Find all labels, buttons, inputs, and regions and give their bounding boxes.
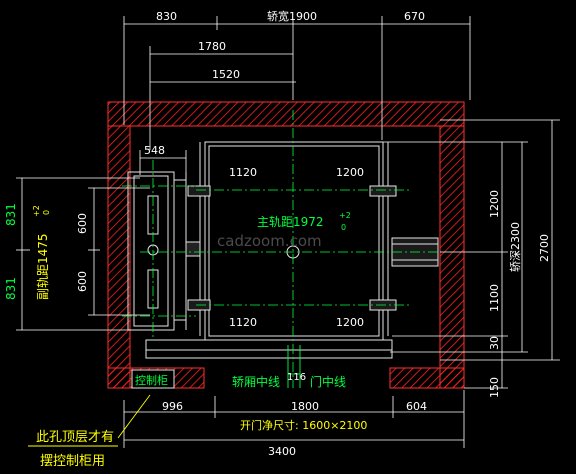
- main-rail-tolerance-upper: +2: [339, 211, 351, 220]
- dim-rail-1120-top: 1120: [229, 166, 257, 179]
- dim-car-depth: 轿深2300: [508, 222, 522, 272]
- note-line-2: 摆控制柜用: [40, 454, 105, 469]
- dim-670: 670: [404, 10, 425, 23]
- yellow-leaders: [28, 394, 151, 447]
- dim-1520: 1520: [212, 68, 240, 81]
- counterweight-rail-distance: 副轨距1475: [36, 233, 50, 300]
- dim-1780: 1780: [198, 40, 226, 53]
- dim-3400: 3400: [268, 445, 296, 458]
- dim-996: 996: [162, 400, 183, 413]
- dim-rail-1200-top: 1200: [336, 166, 364, 179]
- dim-548: 548: [144, 144, 165, 157]
- dim-600-bottom: 600: [76, 271, 89, 292]
- dim-rail-1200-bottom: 1200: [336, 316, 364, 329]
- door-opening-size: 开门净尺寸: 1600×2100: [240, 418, 367, 432]
- dim-830: 830: [156, 10, 177, 23]
- note-line-1: 此孔顶层才有: [36, 430, 114, 445]
- dim-rail-1120-bottom: 1120: [229, 316, 257, 329]
- watermark: cadzoom.com: [217, 232, 322, 250]
- centerlines: [122, 110, 440, 388]
- cw-rail-tolerance-lower: 0: [42, 210, 51, 215]
- dim-831-top: 831: [4, 203, 18, 226]
- dim-150: 150: [488, 377, 501, 398]
- dim-604: 604: [406, 400, 427, 413]
- door-centerline-label: 门中线: [310, 374, 346, 389]
- dim-600-top: 600: [76, 213, 89, 234]
- annotation-leaders: [287, 345, 301, 388]
- dim-1200-right: 1200: [488, 190, 501, 218]
- car-centerline-label: 轿厢中线: [232, 374, 280, 389]
- control-cabinet-box: [131, 369, 175, 389]
- dim-30: 30: [488, 336, 501, 350]
- dim-831-bottom: 831: [4, 277, 18, 300]
- main-rail-tolerance-lower: 0: [341, 223, 346, 232]
- dim-1800: 1800: [291, 400, 319, 413]
- dimension-lines: [16, 16, 560, 448]
- dim-1100: 1100: [488, 284, 501, 312]
- main-rail-distance: 主轨距1972: [257, 215, 324, 229]
- dim-2700: 2700: [538, 234, 551, 262]
- control-cabinet-label: 控制柜: [135, 373, 168, 387]
- offset-116: 116: [287, 372, 306, 383]
- cw-rail-tolerance-upper: +2: [32, 205, 41, 217]
- dim-car-width: 轿宽1900: [267, 9, 317, 23]
